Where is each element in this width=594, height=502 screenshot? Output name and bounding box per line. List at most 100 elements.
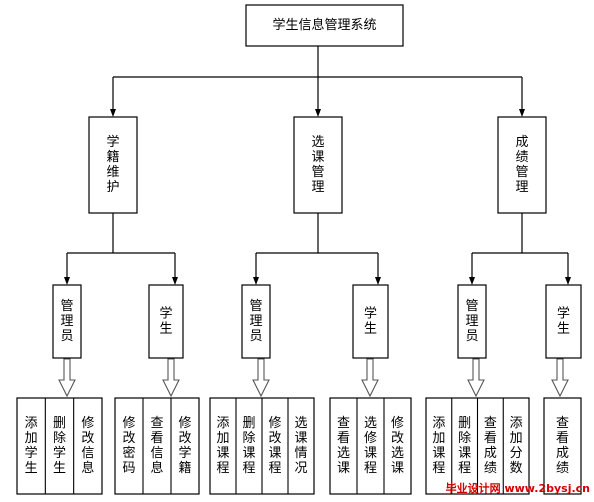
function-label-char: 生 <box>25 461 38 476</box>
function-label-char: 课 <box>294 431 307 446</box>
role-label-char: 管 <box>60 299 73 314</box>
function-label-char: 查 <box>484 416 497 431</box>
connectors-root <box>110 46 525 117</box>
function-label-char: 程 <box>216 461 229 476</box>
function-label-char: 程 <box>268 461 281 476</box>
hollow-arrow <box>162 358 180 398</box>
function-label-char: 课 <box>337 461 350 476</box>
role-node: 学生 <box>352 284 389 359</box>
function-label-char: 删 <box>242 416 255 431</box>
function-label-char: 看 <box>556 430 569 446</box>
hollow-arrow <box>551 358 569 398</box>
function-label-char: 添 <box>432 416 445 431</box>
root-label: 学生信息管理系统 <box>272 17 376 33</box>
function-label-char: 课 <box>391 461 404 476</box>
function-label-char: 选 <box>337 446 350 461</box>
function-label-char: 生 <box>53 461 66 476</box>
function-label-char: 改 <box>391 431 404 446</box>
function-label-char: 修 <box>81 416 94 431</box>
module-label-char: 选 <box>311 135 324 150</box>
function-label-char: 修 <box>268 416 281 431</box>
function-label-char: 查 <box>337 416 350 431</box>
module-label-char: 管 <box>515 165 528 180</box>
function-label-char: 改 <box>122 431 135 446</box>
function-label-char: 绩 <box>556 461 569 476</box>
function-label-char: 课 <box>458 446 471 461</box>
function-label-char: 课 <box>364 446 377 461</box>
module-label-char: 管 <box>311 165 324 180</box>
function-label-char: 看 <box>150 430 163 446</box>
function-label-char: 学 <box>53 445 66 461</box>
role-label-char: 学 <box>557 306 570 322</box>
role-node: 管理员 <box>457 284 487 359</box>
module-label-char: 成 <box>515 135 528 150</box>
function-label-char: 修 <box>391 416 404 431</box>
function-label-char: 查 <box>556 416 569 431</box>
role-label-char: 理 <box>249 314 262 329</box>
function-label-char: 除 <box>458 431 471 446</box>
function-label-char: 程 <box>458 461 471 476</box>
role-label-char: 理 <box>465 314 478 329</box>
function-label-char: 选 <box>391 446 404 461</box>
function-label-char: 删 <box>53 416 66 431</box>
function-label-char: 看 <box>484 430 497 446</box>
role-label-char: 生 <box>159 322 172 337</box>
role-to-functions-arrows <box>58 358 569 398</box>
role-node: 管理员 <box>52 284 82 359</box>
role-label-char: 学 <box>159 306 172 322</box>
connectors-modules <box>64 213 571 285</box>
function-label-char: 籍 <box>178 460 191 476</box>
function-label-char: 添 <box>510 416 523 431</box>
function-label-char: 程 <box>364 461 377 476</box>
module-label-char: 理 <box>515 180 528 195</box>
function-label-char: 加 <box>510 431 523 446</box>
function-label-char: 息 <box>150 460 163 476</box>
module-label-char: 课 <box>311 150 324 165</box>
function-label-char: 加 <box>216 431 229 446</box>
function-label-char: 课 <box>432 446 445 461</box>
function-label-char: 删 <box>458 416 471 431</box>
role-label-char: 员 <box>249 329 262 344</box>
function-label-char: 看 <box>337 430 350 446</box>
module-label-char: 护 <box>106 180 119 195</box>
function-label-char: 学 <box>25 445 38 461</box>
module-label-char: 绩 <box>515 150 528 165</box>
hollow-arrow <box>467 358 485 398</box>
function-label-char: 改 <box>81 431 94 446</box>
root-node: 学生信息管理系统 <box>245 4 404 47</box>
function-label-char: 程 <box>432 461 445 476</box>
function-label-char: 课 <box>268 446 281 461</box>
role-label-char: 员 <box>465 329 478 344</box>
function-label-char: 况 <box>294 461 307 476</box>
module-label-char: 维 <box>106 165 119 180</box>
hollow-arrow <box>58 358 76 398</box>
role-label-char: 生 <box>364 322 377 337</box>
hollow-arrow <box>252 358 270 398</box>
function-label-char: 查 <box>150 416 163 431</box>
function-label-char: 成 <box>556 446 569 461</box>
function-label-char: 修 <box>178 416 191 431</box>
module-label-char: 籍 <box>106 149 119 165</box>
function-label-char: 分 <box>510 446 523 461</box>
role-node: 学生 <box>545 284 582 359</box>
function-label-char: 修 <box>364 431 377 446</box>
function-label-char: 改 <box>178 431 191 446</box>
